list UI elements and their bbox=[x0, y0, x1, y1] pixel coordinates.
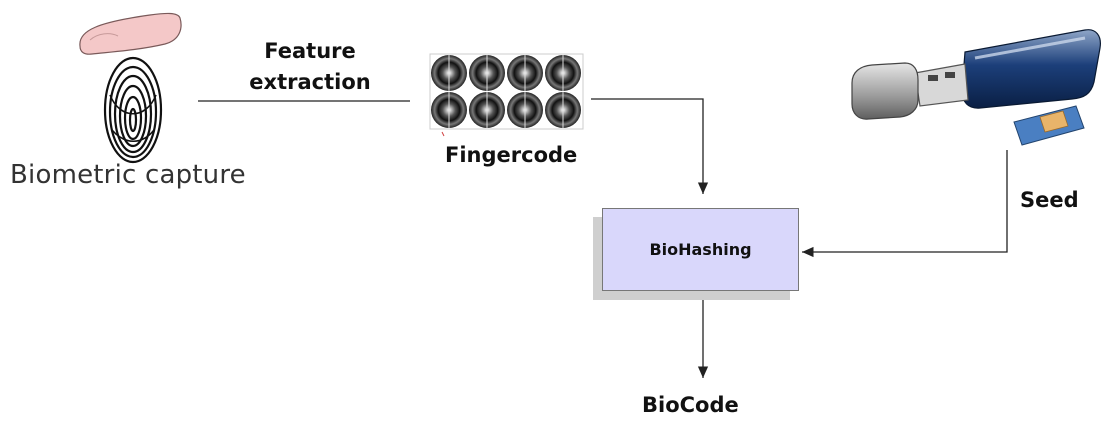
feature-extraction-line-2: extraction bbox=[249, 70, 371, 94]
fingerprint-icon bbox=[103, 56, 163, 164]
biocode-label: BioCode bbox=[642, 393, 739, 417]
biohashing-process-box: BioHashing bbox=[602, 208, 799, 291]
fingercode-label: Fingercode bbox=[445, 143, 578, 167]
sim-card-icon bbox=[1013, 105, 1085, 146]
biohashing-label: BioHashing bbox=[649, 240, 752, 259]
seed-to-biohashing-arrow bbox=[802, 150, 1008, 258]
fingercode-to-biohashing-arrow bbox=[591, 98, 709, 194]
biometric-capture-label: Biometric capture bbox=[10, 160, 246, 190]
seed-label: Seed bbox=[1020, 188, 1079, 212]
finger-icon bbox=[79, 12, 182, 55]
feature-extraction-line-1: Feature bbox=[264, 39, 356, 63]
usb-token-icon bbox=[851, 29, 1101, 120]
fingercode-grid-icon bbox=[429, 53, 584, 137]
feature-extraction-label: Feature extraction bbox=[240, 36, 380, 98]
